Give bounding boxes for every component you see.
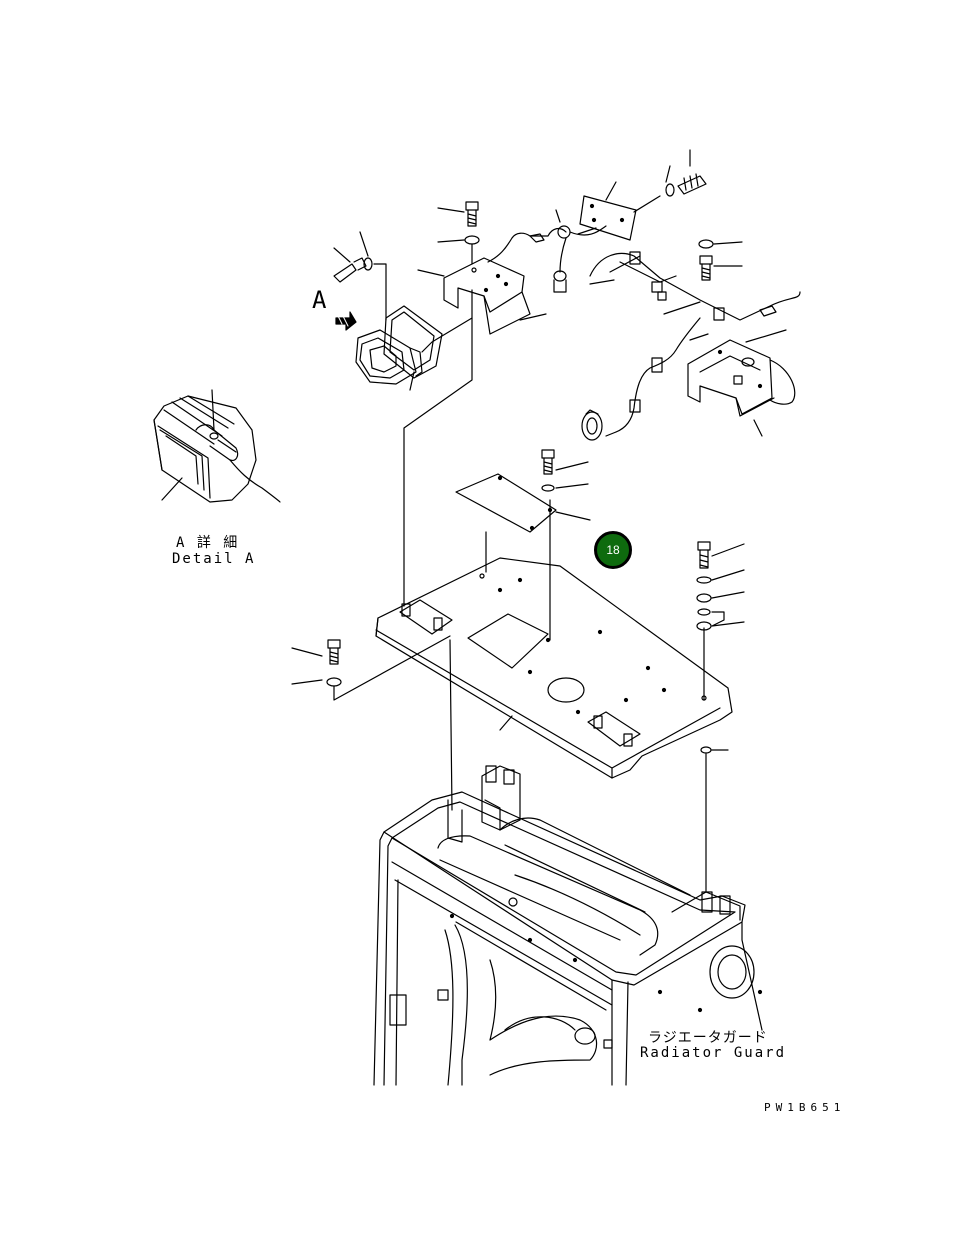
cab-frame (373, 765, 763, 1086)
right-lamp-housing (687, 329, 796, 437)
radiator-guard-label-jp: ラジエータガード (648, 1030, 768, 1046)
detail-a-label-jp: A 詳 細 (176, 535, 240, 551)
leader-lines (519, 209, 701, 321)
bolt-right-pair (698, 239, 743, 281)
lamp-assembly (333, 231, 473, 391)
top-plate (579, 149, 707, 241)
radiator-guard-label-en: Radiator Guard (640, 1045, 787, 1061)
bolt-group-center (541, 449, 589, 492)
lamp-bracket (403, 257, 531, 607)
drawing-code: PW1B651 (764, 1101, 846, 1114)
view-label-a: A (312, 286, 327, 314)
part-callout-18[interactable]: 18 (594, 531, 632, 569)
bolt-top-left (437, 201, 480, 265)
detail-a-label-en: Detail A (172, 551, 256, 567)
bolt-group-left (291, 635, 453, 811)
cover-plate (455, 473, 591, 641)
wire-harness (487, 225, 801, 441)
bolt-group-right (696, 541, 745, 893)
floor-plate (375, 557, 733, 779)
detail-a-view (153, 389, 281, 503)
